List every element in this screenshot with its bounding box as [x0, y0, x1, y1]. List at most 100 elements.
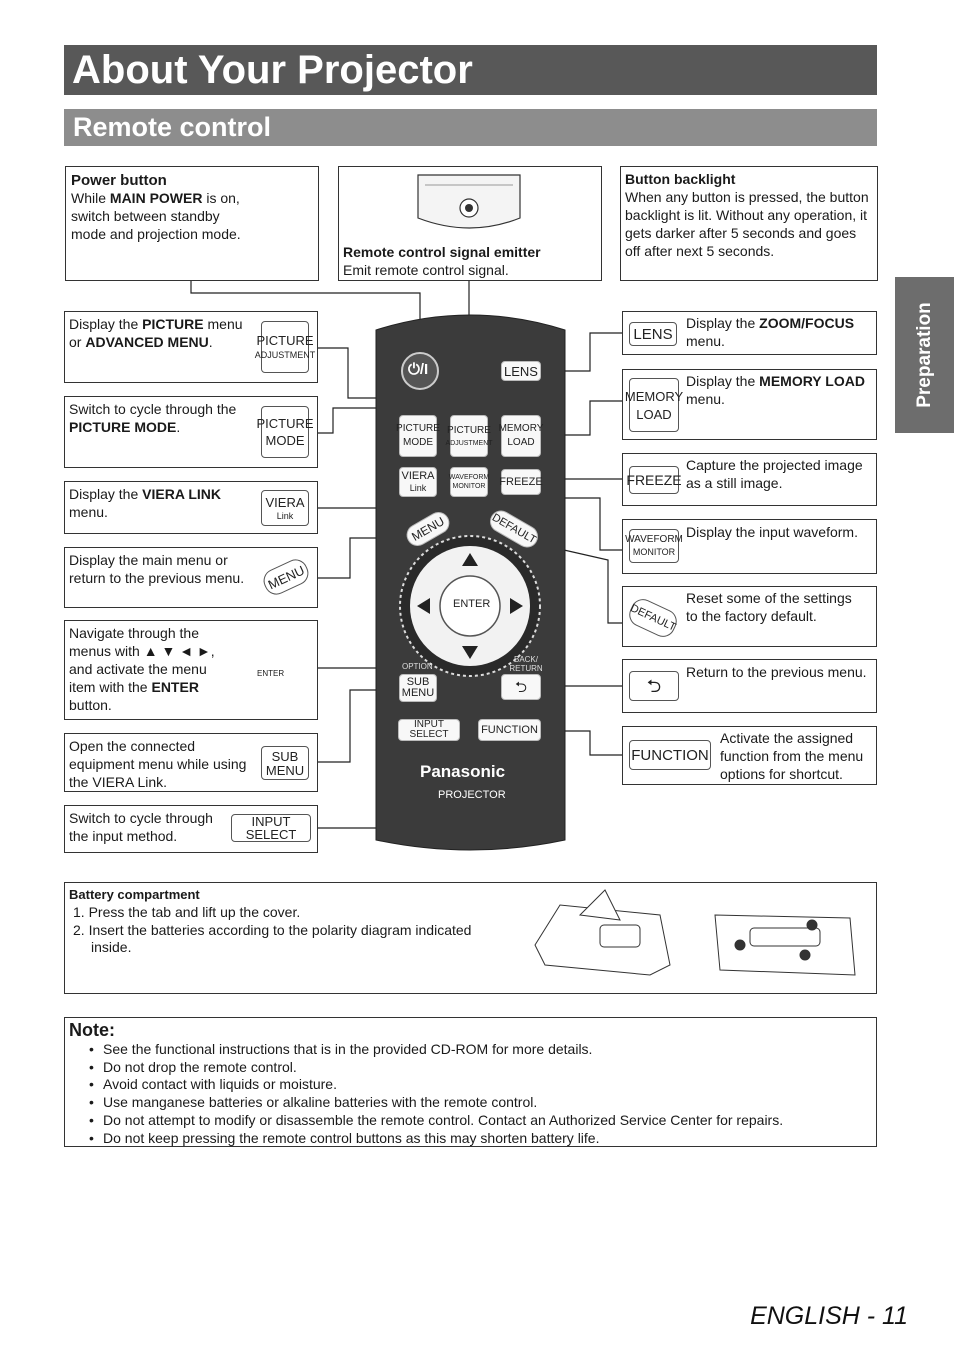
picmode-l2b: PICTURE MODE	[69, 419, 177, 435]
power-line1a: While	[71, 190, 110, 206]
picmode-l2: PICTURE MODE.	[69, 418, 180, 436]
key-load-label: LOAD	[636, 406, 672, 422]
picture-adjust-callout: Display the PICTURE menu or ADVANCED MEN…	[64, 311, 318, 383]
remote-pm-picture: PICTURE	[396, 423, 440, 434]
key-return-symbol: ⮌	[646, 676, 662, 696]
remote-return-symbol: ⮌	[514, 678, 527, 696]
key-default-label: DEFAULT	[628, 601, 678, 634]
picmode-l2c: .	[176, 419, 181, 435]
remote-picture-adjustment-button[interactable]: PICTURE ADJUSTMENT	[445, 415, 493, 457]
nav-l3: and activate the menu	[69, 661, 207, 677]
key-input-select-label: INPUT SELECT	[245, 814, 297, 842]
nav-l4a: item with the	[69, 679, 152, 695]
section-title: Remote control	[73, 112, 272, 142]
backlight-l3: gets darker after 5 seconds and goes	[625, 225, 857, 241]
return-l1: Return to the previous menu.	[686, 664, 867, 680]
default-l1: Reset some of the settings	[686, 590, 852, 606]
backlight-heading: Button backlight	[625, 171, 736, 187]
lens-l1b: ZOOM/FOCUS	[759, 315, 855, 331]
picadj-l2b: ADVANCED MENU	[85, 334, 209, 350]
remote-sub-label: SUB	[406, 676, 430, 688]
battery-heading: Battery compartment	[69, 887, 200, 902]
menu-l2: return to the previous menu.	[69, 570, 245, 586]
nav-l4b: ENTER	[151, 679, 199, 695]
key-link-label: Link	[276, 510, 294, 521]
power-line1b: MAIN POWER	[109, 190, 203, 206]
lens-key-icon: LENS	[629, 322, 677, 346]
memory-l1b: MEMORY LOAD	[759, 373, 865, 389]
remote-lens-label: LENS	[504, 363, 538, 379]
function-l3: options for shortcut.	[720, 766, 843, 782]
backlight-l4: off after next 5 seconds.	[625, 243, 775, 259]
function-key-icon: FUNCTION	[629, 740, 711, 770]
picadj-l1a: Display the	[69, 316, 143, 332]
menu-key-icon: MENU	[259, 555, 313, 599]
remote-submenu-label: MENU	[401, 687, 435, 699]
remote-freeze-label: FREEZE	[499, 475, 543, 488]
return-key-icon: ⮌	[629, 671, 679, 701]
remote-power-button[interactable]: ⏻/I	[408, 361, 429, 378]
picadj-l2c: .	[208, 334, 213, 350]
remote-back-return-label: BACK/ RETURN	[509, 655, 543, 673]
freeze-callout: FREEZE Capture the projected image as a …	[622, 453, 877, 506]
viera-l1b: VIERA LINK	[142, 486, 221, 502]
remote-pa-picture: PICTURE	[447, 424, 491, 436]
key-freeze-label: FREEZE	[626, 472, 682, 488]
input-l2: the input method.	[69, 828, 178, 844]
default-l2: to the factory default.	[686, 608, 817, 624]
function-l2: function from the menu	[720, 748, 864, 764]
remote-pa-adjustment: ADJUSTMENT	[445, 439, 493, 447]
key-submenu-label: MENU	[265, 762, 305, 778]
remote-freeze-button[interactable]: FREEZE	[499, 469, 543, 495]
lens-l1a: Display the	[686, 315, 760, 331]
battery-callout: Battery compartment 1. Press the tab and…	[64, 882, 877, 994]
freeze-key-icon: FREEZE	[626, 466, 682, 494]
memory-l2: menu.	[686, 391, 725, 407]
memory-l1: Display the MEMORY LOAD	[686, 372, 865, 390]
key-picture-label: PICTURE	[256, 333, 314, 348]
note-list: See the functional instructions that is …	[65, 1041, 875, 1147]
backlight-l1: When any button is pressed, the button	[625, 189, 869, 205]
remote-lens-button[interactable]: LENS	[501, 361, 541, 381]
input-select-key-icon: INPUT SELECT	[231, 814, 311, 842]
key-adjustment-label: ADJUSTMENT	[254, 350, 316, 360]
return-callout: ⮌ Return to the previous menu.	[622, 659, 877, 713]
remote-brand-logo: Panasonic	[420, 762, 506, 781]
key-viera-label: VIERA	[265, 494, 305, 510]
power-line2: switch between standby	[71, 208, 220, 224]
submenu-callout: Open the connected equipment menu while …	[64, 733, 318, 792]
backlight-l2: backlight is lit. Without any operation,…	[625, 207, 868, 223]
battery-step-1: 1. Press the tab and lift up the cover.	[73, 904, 301, 920]
picadj-l1c: menu	[203, 316, 243, 332]
remote-memory-label: MEMORY	[498, 423, 544, 434]
battery-step-2: 2. Insert the batteries according to the…	[73, 922, 472, 938]
remote-return-button[interactable]: ⮌	[501, 674, 541, 700]
note-box: Note: See the functional instructions th…	[64, 1017, 877, 1147]
backlight-callout: Button backlight When any button is pres…	[620, 166, 878, 281]
key-lens-label: LENS	[633, 325, 673, 343]
remote-function-button[interactable]: FUNCTION	[478, 719, 541, 741]
remote-input-select-button[interactable]: INPUT SELECT	[398, 719, 460, 741]
lens-l1: Display the ZOOM/FOCUS	[686, 314, 854, 332]
side-tab: Preparation	[895, 277, 954, 433]
key-sub-label: SUB	[271, 748, 299, 764]
default-key-icon: DEFAULT	[625, 595, 681, 641]
nav-l5: button.	[69, 697, 112, 713]
battery-step-2-cont: inside.	[91, 939, 132, 955]
freeze-l1: Capture the projected image	[686, 457, 863, 473]
viera-l2: menu.	[69, 504, 108, 520]
power-line1: While MAIN POWER is on,	[71, 189, 240, 207]
remote-enter-button[interactable]: ENTER	[453, 598, 491, 610]
picadj-l2: or ADVANCED MENU.	[69, 333, 213, 351]
